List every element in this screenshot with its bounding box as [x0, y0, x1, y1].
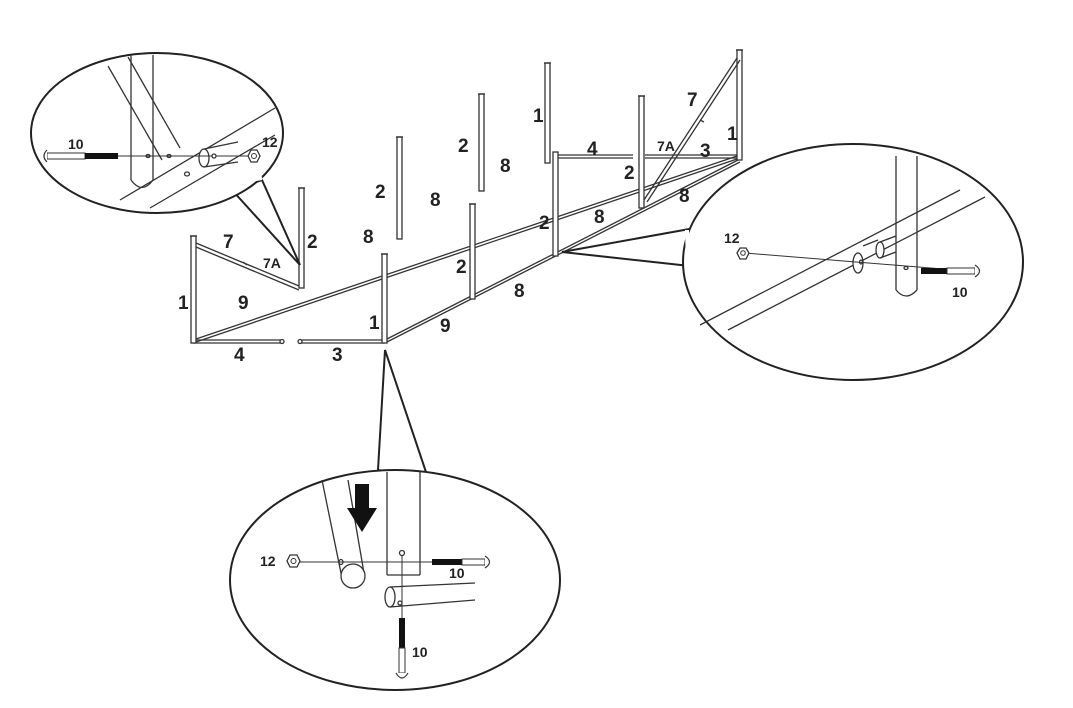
- bolt-icon: [921, 264, 981, 278]
- label-8-f: 8: [679, 186, 690, 207]
- label-3-a: 3: [332, 345, 343, 366]
- bolt-icon: [432, 555, 491, 569]
- bolt-icon: [43, 149, 118, 163]
- bolt-icon: [395, 618, 409, 679]
- rail-back: [192, 154, 741, 344]
- label-12-callout-tl: 12: [262, 134, 278, 150]
- label-4-a: 4: [234, 345, 245, 366]
- label-9-a: 9: [238, 293, 249, 314]
- label-2-c: 2: [456, 257, 467, 278]
- label-2-b: 2: [375, 182, 386, 203]
- label-7a-a: 7A: [263, 255, 281, 271]
- diagonal-brace-right: [643, 57, 741, 203]
- label-2-a: 2: [307, 232, 318, 253]
- label-8-e: 8: [594, 207, 605, 228]
- hex-nut-icon: [736, 247, 750, 260]
- callout-right: 12 10: [561, 143, 1024, 381]
- rail-end-right: [555, 154, 740, 159]
- hex-nut-icon: [247, 149, 261, 163]
- callout-bottom: 12 10 10: [229, 349, 561, 691]
- frame-labels: 1 9 7 7A 2 4 3 1 9 8 2 8 2 8 2 8 1 2 8 4…: [178, 90, 738, 366]
- diagonal-brace-left: [195, 242, 300, 291]
- down-arrow-icon: [347, 484, 377, 532]
- label-12-callout-b: 12: [260, 553, 276, 569]
- label-7a-b: 7A: [657, 138, 675, 154]
- label-7-b: 7: [687, 90, 698, 111]
- label-8-d: 8: [500, 156, 511, 177]
- frame-assembly: [190, 49, 743, 345]
- label-1-c: 1: [533, 106, 544, 127]
- label-10-callout-tl: 10: [68, 136, 84, 152]
- label-1-b: 1: [369, 313, 380, 334]
- hex-nut-icon: [286, 554, 301, 568]
- label-2-d: 2: [458, 136, 469, 157]
- label-1-a: 1: [178, 293, 189, 314]
- label-8-c: 8: [514, 281, 525, 302]
- label-8-a: 8: [363, 227, 374, 248]
- label-2-f: 2: [624, 163, 635, 184]
- uprights: [190, 49, 743, 344]
- label-10-callout-b-h: 10: [449, 565, 465, 581]
- label-9-b: 9: [440, 316, 451, 337]
- label-4-b: 4: [587, 139, 598, 160]
- callout-top-left: 10 12: [30, 52, 301, 266]
- rail-end-left: [193, 338, 385, 345]
- label-3-b: 3: [700, 141, 711, 162]
- label-2-e: 2: [539, 213, 550, 234]
- label-12-callout-r: 12: [724, 230, 740, 246]
- label-8-b: 8: [430, 190, 441, 211]
- label-10-callout-r: 10: [952, 284, 968, 300]
- label-1-d: 1: [727, 124, 738, 145]
- label-7-a: 7: [223, 232, 234, 253]
- label-10-callout-b-v: 10: [412, 644, 428, 660]
